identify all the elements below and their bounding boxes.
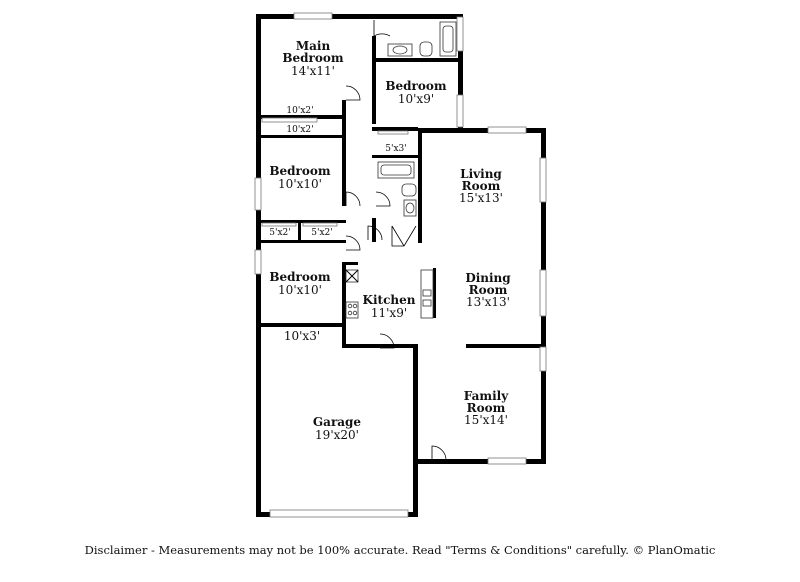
closet-label-5: 5'x2'	[311, 228, 332, 238]
closet-label-1: 10'x2'	[286, 106, 313, 116]
closet-label-4: 5'x2'	[269, 228, 290, 238]
svg-text:13'x13': 13'x13'	[466, 295, 510, 309]
room-label-dining: Dining Room 13'x13'	[465, 271, 511, 309]
room-label-garage: Garage 19'x20'	[313, 415, 362, 442]
svg-text:Main: Main	[296, 39, 331, 53]
room-label-main-bedroom: Main Bedroom 14'x11'	[282, 39, 343, 78]
svg-text:14'x11': 14'x11'	[291, 64, 335, 78]
svg-text:Family: Family	[464, 389, 509, 403]
room-label-bedroom-c: Bedroom 10'x10'	[269, 270, 330, 297]
svg-text:Garage: Garage	[313, 415, 362, 429]
svg-text:10'x9': 10'x9'	[398, 92, 434, 106]
svg-text:Bedroom: Bedroom	[269, 270, 330, 284]
svg-text:Bedroom: Bedroom	[269, 164, 330, 178]
closet-label-2: 10'x2'	[286, 125, 313, 135]
svg-text:10'x10': 10'x10'	[278, 283, 322, 297]
disclaimer-text: Disclaimer - Measurements may not be 100…	[84, 543, 716, 557]
interior-walls	[256, 36, 546, 348]
fixtures	[345, 21, 457, 319]
closet-label-3: 5'x3'	[385, 144, 406, 154]
svg-text:Dining: Dining	[465, 271, 511, 285]
svg-text:Living: Living	[460, 167, 502, 181]
room-label-bedroom-a: Bedroom 10'x9'	[385, 79, 446, 106]
svg-text:Bedroom: Bedroom	[282, 51, 343, 65]
svg-text:Room: Room	[462, 179, 501, 193]
closet-label-6: 10'x3'	[284, 329, 320, 343]
doors	[345, 20, 447, 461]
room-label-bedroom-b: Bedroom 10'x10'	[269, 164, 330, 191]
windows	[254, 12, 547, 518]
svg-text:Room: Room	[469, 283, 508, 297]
room-label-living: Living Room 15'x13'	[459, 167, 503, 205]
svg-text:19'x20': 19'x20'	[315, 428, 359, 442]
svg-text:Room: Room	[467, 401, 506, 415]
svg-text:15'x13': 15'x13'	[459, 191, 503, 205]
room-label-kitchen: Kitchen 11'x9'	[363, 293, 416, 320]
svg-text:10'x10': 10'x10'	[278, 177, 322, 191]
svg-text:15'x14': 15'x14'	[464, 413, 508, 427]
svg-text:11'x9': 11'x9'	[371, 306, 407, 320]
svg-text:Bedroom: Bedroom	[385, 79, 446, 93]
room-label-family: Family Room 15'x14'	[464, 389, 509, 427]
svg-text:Kitchen: Kitchen	[363, 293, 416, 307]
